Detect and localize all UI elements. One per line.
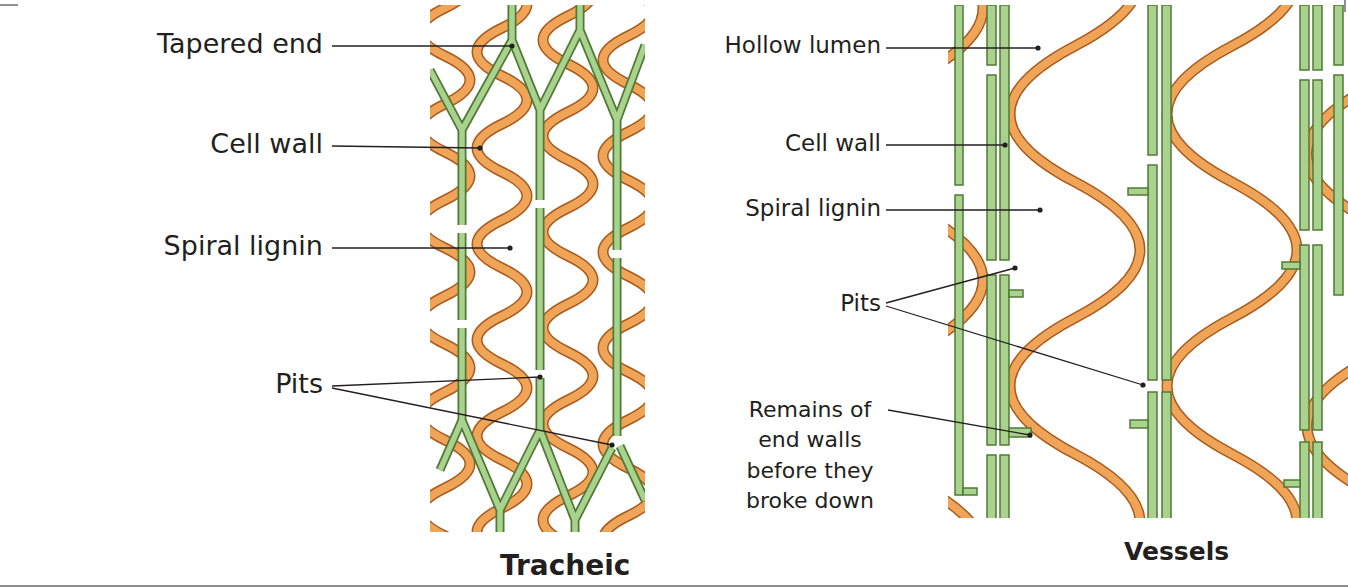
vessel-drawing: [948, 5, 1348, 518]
part-label: Spiral lignin: [164, 230, 323, 261]
spiral-lignin: [430, 5, 645, 532]
leader-lines: [332, 43, 1146, 447]
part-label: Pits: [275, 368, 323, 399]
panel-caption: Vessels: [1124, 538, 1229, 567]
tracheid-walls: [430, 5, 645, 532]
part-label: Tapered end: [157, 28, 323, 59]
frame-line: [1345, 0, 1346, 12]
spiral-lignin: [948, 5, 1348, 518]
tracheid-drawing: [430, 5, 645, 532]
frame-line: [0, 585, 1348, 586]
part-label: Spiral lignin: [745, 195, 881, 221]
vessel-walls: [955, 5, 1343, 518]
part-label: Remains of end walls before they broke d…: [725, 395, 895, 516]
part-label: Cell wall: [785, 130, 881, 156]
panel-caption: Tracheic: [500, 550, 630, 582]
part-label: Pits: [840, 290, 881, 316]
part-label: Hollow lumen: [725, 32, 881, 58]
part-label: Cell wall: [210, 128, 323, 159]
frame-line: [0, 5, 18, 6]
